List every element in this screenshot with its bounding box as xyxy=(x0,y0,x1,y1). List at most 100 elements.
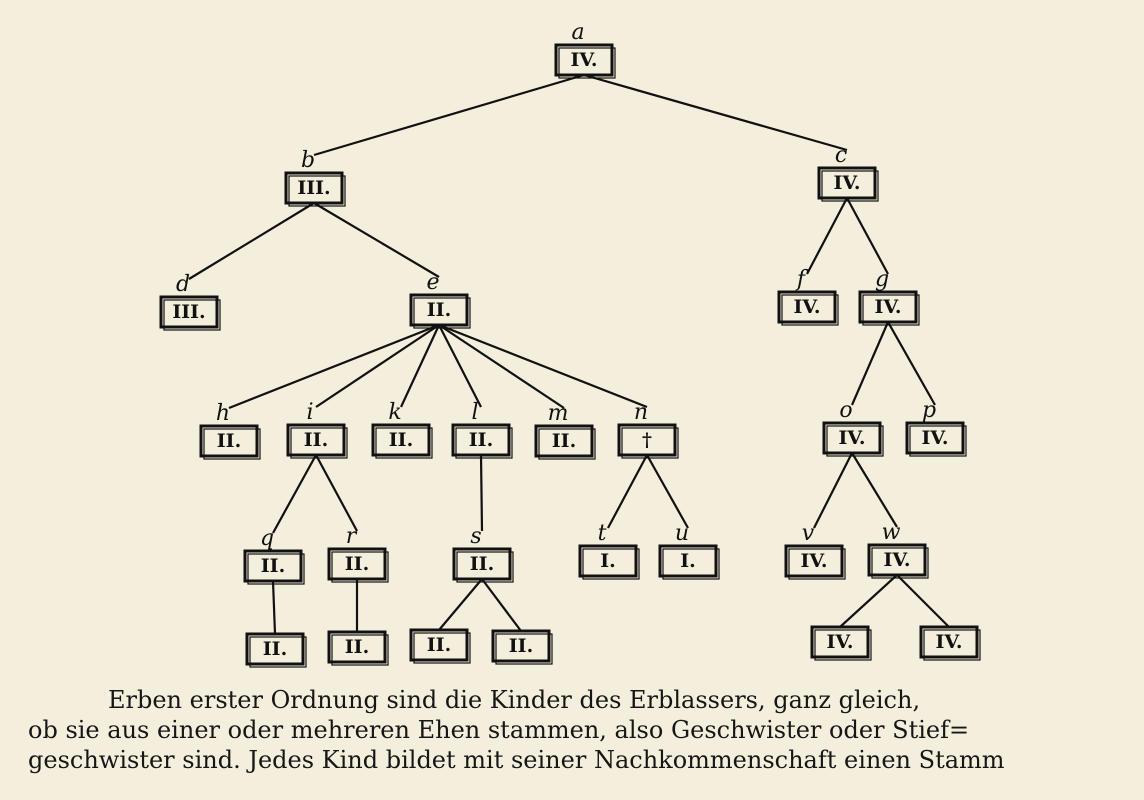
node-value: IV. xyxy=(936,631,963,653)
node-s2: II. xyxy=(491,629,553,665)
node-box-shadow xyxy=(247,553,305,585)
node-letter: n xyxy=(634,400,648,425)
edge-n-t xyxy=(607,454,648,529)
node-q1: II. xyxy=(245,632,307,668)
node-box-shadow xyxy=(826,425,884,457)
node-box xyxy=(452,547,512,581)
node-box xyxy=(327,630,387,664)
node-e: II.e xyxy=(409,270,471,329)
node-box xyxy=(822,421,882,455)
family-tree-diagram: IV.aIII.bIV.cIII.dII.eIV.fIV.gII.hII.iII… xyxy=(159,20,981,668)
tree-edges xyxy=(188,73,950,635)
node-letter: t xyxy=(598,521,607,546)
node-value: IV. xyxy=(827,631,854,653)
node-box-shadow xyxy=(814,629,872,661)
node-box xyxy=(451,423,511,457)
node-box xyxy=(777,290,837,324)
node-letter: s xyxy=(470,524,481,549)
node-box-shadow xyxy=(455,427,513,459)
node-value: II. xyxy=(345,553,369,575)
edge-l-s xyxy=(479,454,484,532)
node-letter: l xyxy=(471,400,478,425)
edge-e-i xyxy=(315,324,440,408)
node-box-shadow xyxy=(821,170,879,202)
node-r: II. r xyxy=(327,524,389,583)
caption-line-3: geschwister sind. Jedes Kind bildet mit … xyxy=(28,746,1005,774)
node-box xyxy=(784,544,844,578)
node-value: IV. xyxy=(875,296,902,318)
node-value: I. xyxy=(600,550,616,572)
node-box xyxy=(617,423,677,457)
node-box-shadow xyxy=(909,425,967,457)
node-value: I. xyxy=(680,550,696,572)
node-box-shadow xyxy=(582,548,640,580)
node-box xyxy=(491,629,551,663)
node-box-shadow xyxy=(538,428,596,460)
node-box-shadow xyxy=(163,299,221,331)
node-box xyxy=(817,166,877,200)
node-letter: b xyxy=(301,148,315,173)
node-box xyxy=(810,625,870,659)
node-box-shadow xyxy=(413,632,471,664)
caption-paragraph: Erben erster Ordnung sind die Kinder des… xyxy=(28,685,1118,775)
caption-line-1: Erben erster Ordnung sind die Kinder des… xyxy=(108,686,921,714)
node-letter: f xyxy=(795,267,809,292)
node-value: II. xyxy=(509,635,533,657)
node-a: IV.a xyxy=(554,20,616,79)
node-value: IV. xyxy=(801,550,828,572)
node-box xyxy=(409,628,469,662)
edge-i-q xyxy=(272,454,317,534)
node-letter: g xyxy=(875,267,889,292)
node-b: III. b xyxy=(284,148,346,207)
node-box-shadow xyxy=(288,175,346,207)
node-letter: r xyxy=(346,524,358,549)
node-o: IV.o xyxy=(822,398,884,457)
node-box xyxy=(919,625,979,659)
node-box-shadow xyxy=(871,547,929,579)
node-value: II. xyxy=(427,634,451,656)
node-letter: m xyxy=(548,401,569,426)
node-value: III. xyxy=(297,177,330,199)
node-letter: w xyxy=(882,520,901,545)
node-value: IV. xyxy=(834,172,861,194)
edge-e-h xyxy=(228,323,440,410)
node-value: II. xyxy=(470,553,494,575)
node-letter: q xyxy=(260,526,274,551)
node-f: IV. f xyxy=(777,267,839,326)
node-box xyxy=(327,547,387,581)
node-box xyxy=(578,544,638,578)
node-value: III. xyxy=(172,301,205,323)
node-box xyxy=(284,171,344,205)
node-w2: IV. xyxy=(919,625,981,661)
node-value: II. xyxy=(304,429,328,451)
node-box-shadow xyxy=(788,548,846,580)
node-d: III. d xyxy=(159,272,221,331)
node-value: II. xyxy=(389,429,413,451)
edge-e-m xyxy=(438,324,565,409)
node-c: IV.c xyxy=(817,143,879,202)
node-k: II. k xyxy=(371,400,433,459)
edge-s-s1 xyxy=(438,578,483,631)
node-value: IV. xyxy=(571,49,598,71)
node-letter: k xyxy=(388,400,401,425)
node-value: IV. xyxy=(794,296,821,318)
node-box-shadow xyxy=(862,294,920,326)
edge-s-s2 xyxy=(481,578,522,632)
node-box-shadow xyxy=(413,297,471,329)
edge-e-l xyxy=(438,324,482,408)
node-value: II. xyxy=(263,638,287,660)
node-box-shadow xyxy=(621,427,679,459)
node-box xyxy=(159,295,219,329)
node-value: IV. xyxy=(839,427,866,449)
edge-o-v xyxy=(813,452,853,529)
node-w: IV.w xyxy=(867,520,929,579)
node-value: † xyxy=(642,429,652,451)
node-v: IV.v xyxy=(784,521,846,580)
node-letter: d xyxy=(176,272,190,297)
node-box xyxy=(245,632,305,666)
edge-e-n xyxy=(438,323,648,409)
node-value: II. xyxy=(552,430,576,452)
edge-a-c xyxy=(583,73,848,152)
node-u: I.u xyxy=(658,521,720,580)
node-value: II. xyxy=(427,299,451,321)
